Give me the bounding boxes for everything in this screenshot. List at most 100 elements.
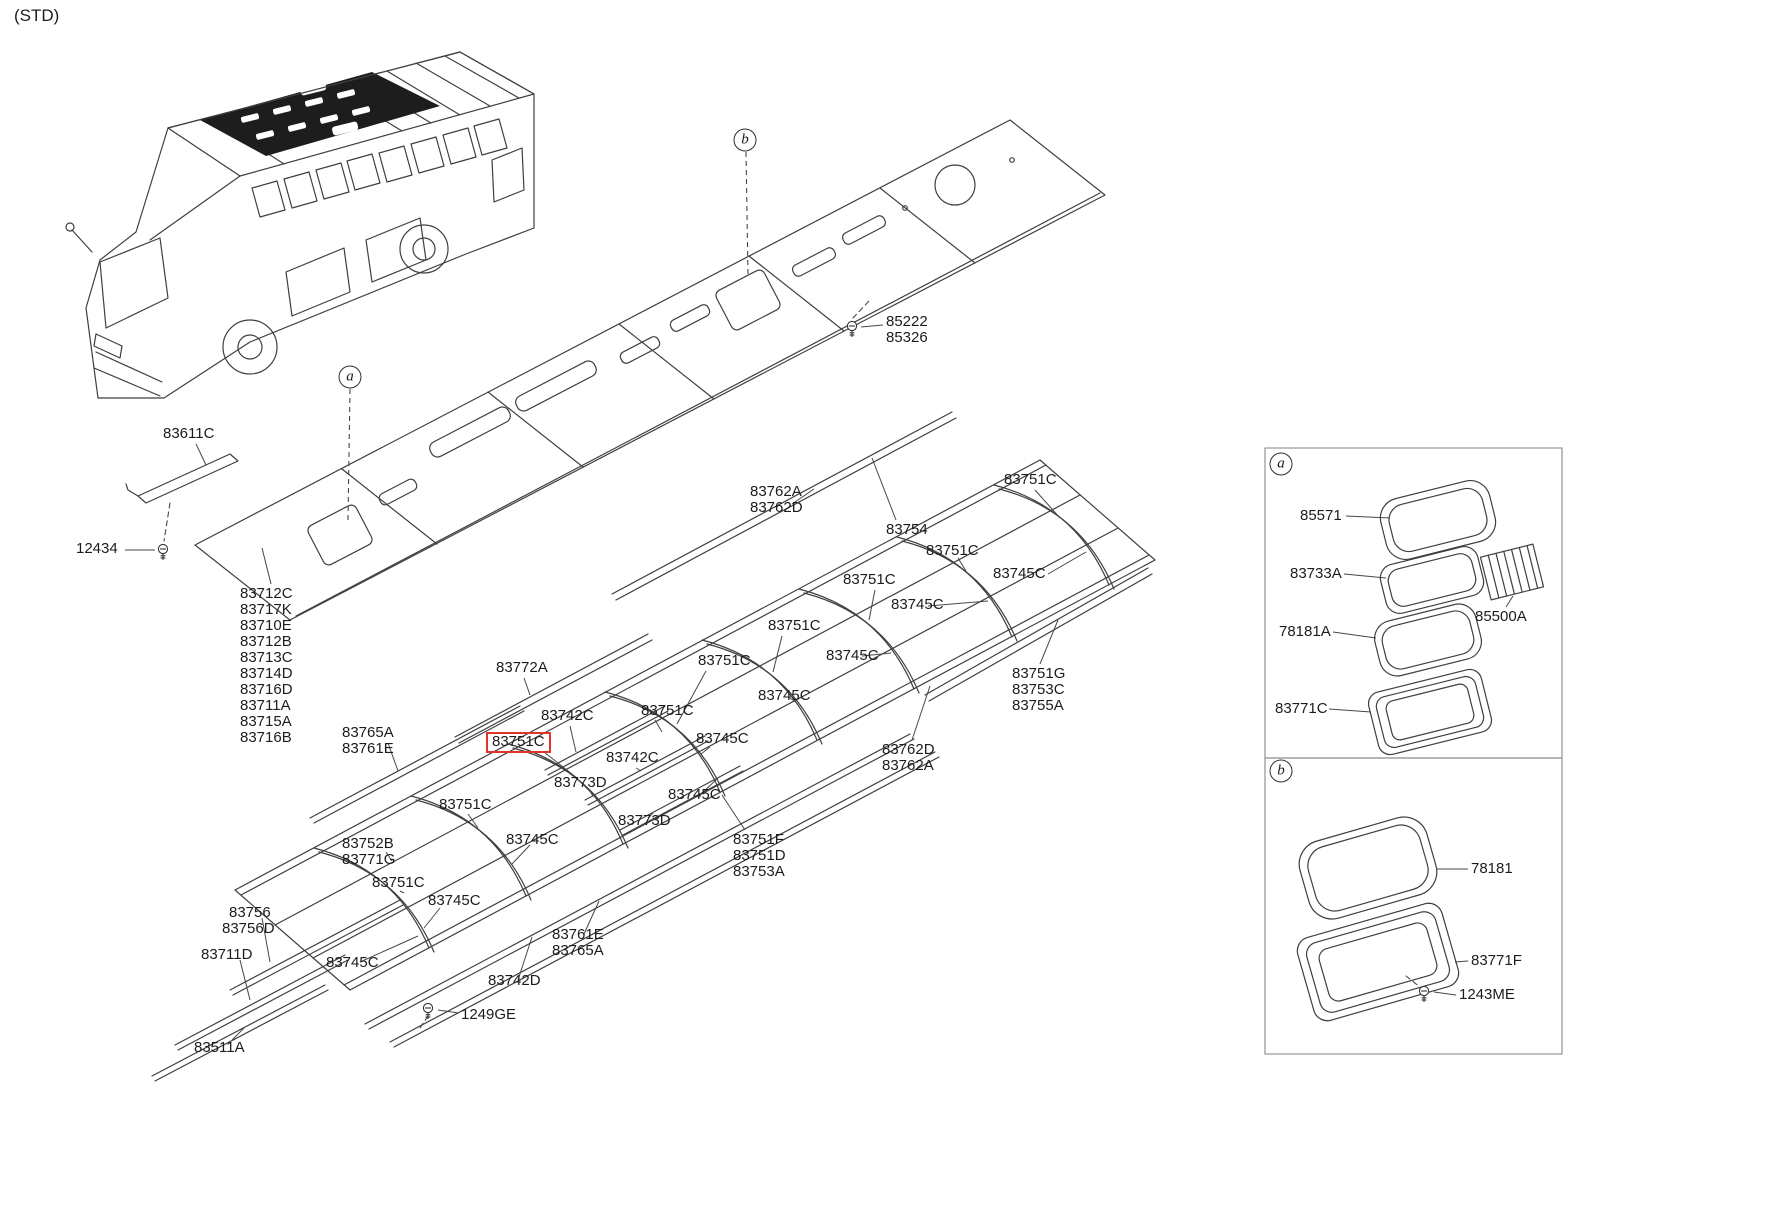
part-label-83716d[interactable]: 83716D [240,681,293,698]
part-label-83762d[interactable]: 83762D [750,499,803,516]
part-label-83714d[interactable]: 83714D [240,665,293,682]
part-label-83755a[interactable]: 83755A [1012,697,1064,714]
front-roof-rail-strip [125,453,239,504]
part-label-12434[interactable]: 12434 [76,540,118,557]
part-label-83745c[interactable]: 83745C [428,892,481,909]
part-label-83771g[interactable]: 83771G [342,851,396,868]
leader-line [1433,991,1457,996]
part-label-83716b[interactable]: 83716B [240,729,292,746]
part-label-83751c[interactable]: 83751C [641,702,694,719]
part-label-83745c[interactable]: 83745C [758,687,811,704]
roof-sheet-panel [194,119,1106,621]
leader-line [231,1026,246,1041]
part-label-83710e[interactable]: 83710E [240,617,292,634]
part-label-83762a[interactable]: 83762A [750,483,802,500]
leader-line [467,813,479,829]
leader-line [1345,515,1391,519]
leader-line [911,685,931,741]
part-label-83773d[interactable]: 83773D [554,774,607,791]
part-label-78181a[interactable]: 78181A [1279,623,1331,640]
part-label-83712c[interactable]: 83712C [240,585,293,602]
part-label-83751c[interactable]: 83751C [843,571,896,588]
part-label-83754[interactable]: 83754 [886,521,928,538]
panel-a-parts [1367,480,1545,756]
part-label-83511a[interactable]: 83511A [194,1039,245,1056]
part-label-83742c[interactable]: 83742C [541,707,594,724]
callout-b: b [733,128,757,152]
part-label-83762d[interactable]: 83762D [882,741,935,758]
part-label-83751c-selected[interactable]: 83751C [486,732,551,753]
part-label-83751c[interactable]: 83751C [439,796,492,813]
part-label-83771c[interactable]: 83771C [1275,700,1328,717]
part-label-83751c[interactable]: 83751C [1004,471,1057,488]
part-label-83752b[interactable]: 83752B [342,835,394,852]
part-label-83765a[interactable]: 83765A [342,724,394,741]
part-label-83761e[interactable]: 83761E [342,740,394,757]
part-label-83751c[interactable]: 83751C [768,617,821,634]
part-label-83611c[interactable]: 83611C [163,425,215,442]
part-label-83742c[interactable]: 83742C [606,749,659,766]
part-label-83753c[interactable]: 83753C [1012,681,1065,698]
part-label-83765a[interactable]: 83765A [552,942,604,959]
part-label-83745c[interactable]: 83745C [993,565,1046,582]
callout-dash-line [745,151,749,277]
part-label-83773d[interactable]: 83773D [618,812,671,829]
part-label-83751c[interactable]: 83751C [926,542,979,559]
part-label-83745c[interactable]: 83745C [696,730,749,747]
part-label-83761e[interactable]: 83761E [552,926,604,943]
part-label-83751c[interactable]: 83751C [698,652,751,669]
leader-line [927,600,989,607]
part-label-85571[interactable]: 85571 [1300,507,1342,524]
leader-line [423,907,441,929]
part-label-83712b[interactable]: 83712B [240,633,292,650]
bus-illustration [65,51,535,399]
part-label-83772a[interactable]: 83772A [496,659,548,676]
part-label-83756d[interactable]: 83756D [222,920,275,937]
dashed-connectors [163,300,1421,1029]
part-label-83753a[interactable]: 83753A [733,863,785,880]
part-label-1243me[interactable]: 1243ME [1459,986,1515,1003]
leader-line [721,794,746,831]
part-label-83717k[interactable]: 83717K [240,601,292,618]
part-label-83751g[interactable]: 83751G [1012,665,1066,682]
part-label-83745c[interactable]: 83745C [506,831,559,848]
part-label-83745c[interactable]: 83745C [326,954,379,971]
panel-b-parts [1296,816,1460,1022]
callout-dash-lines [347,151,749,521]
leader-line [569,725,577,753]
part-label-83771f[interactable]: 83771F [1471,952,1522,969]
leader-line [654,719,663,733]
part-label-85222[interactable]: 85222 [886,313,928,330]
leader-line [700,746,711,755]
leader-line [387,742,399,772]
part-label-83745c[interactable]: 83745C [668,786,721,803]
leader-line [871,457,897,521]
part-label-83711d[interactable]: 83711D [201,946,253,963]
diagram-linework [65,51,1563,1082]
part-label-83751c[interactable]: 83751C [372,874,425,891]
part-label-83751f[interactable]: 83751F [733,831,784,848]
roof-frame-assembly [234,459,1156,991]
part-label-1249ge[interactable]: 1249GE [461,1006,517,1023]
part-label-83756[interactable]: 83756 [229,904,271,921]
leader-line [860,324,884,328]
gasket-illustration [1373,603,1483,677]
part-label-78181[interactable]: 78181 [1471,860,1513,877]
part-label-85500a[interactable]: 85500A [1475,608,1527,625]
part-label-83713c[interactable]: 83713C [240,649,293,666]
callout-b: b [1269,759,1293,783]
part-label-83762a[interactable]: 83762A [882,757,934,774]
part-label-83745c[interactable]: 83745C [826,647,879,664]
part-label-83715a[interactable]: 83715A [240,713,292,730]
detail-panel-b-box [1264,757,1563,1055]
part-label-83751d[interactable]: 83751D [733,847,786,864]
part-label-83711a[interactable]: 83711A [240,697,291,714]
part-label-83745c[interactable]: 83745C [891,596,944,613]
leader-line [261,917,271,963]
part-label-85326[interactable]: 85326 [886,329,928,346]
leader-line [523,677,531,696]
part-label-83733a[interactable]: 83733A [1290,565,1342,582]
part-label-83742d[interactable]: 83742D [488,972,541,989]
